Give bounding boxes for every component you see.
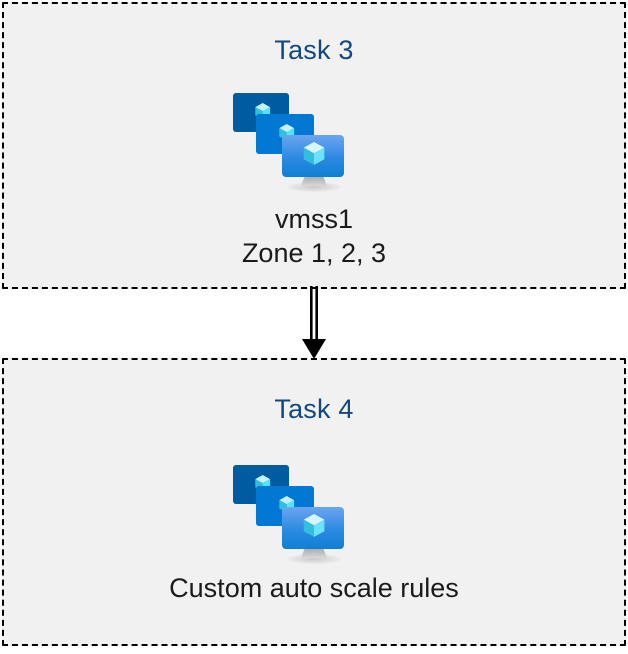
task-3-title: Task 3 xyxy=(274,35,354,65)
vmss-monitor-front xyxy=(282,507,344,549)
task-3-caption-zones: Zone 1, 2, 3 xyxy=(241,238,387,268)
task-4-caption-rules: Custom auto scale rules xyxy=(169,573,459,603)
task-3-caption-name: vmss1 xyxy=(274,204,353,234)
vmss-icon xyxy=(231,462,347,564)
vmss-monitor-front xyxy=(282,135,344,177)
vmss-icon xyxy=(231,90,347,192)
task-box-task-3: Task 3 xyxy=(2,2,626,289)
task-4-title: Task 4 xyxy=(274,394,354,424)
task-box-task-4: Task 4 xyxy=(2,358,626,646)
arrow-down-icon xyxy=(296,286,332,362)
